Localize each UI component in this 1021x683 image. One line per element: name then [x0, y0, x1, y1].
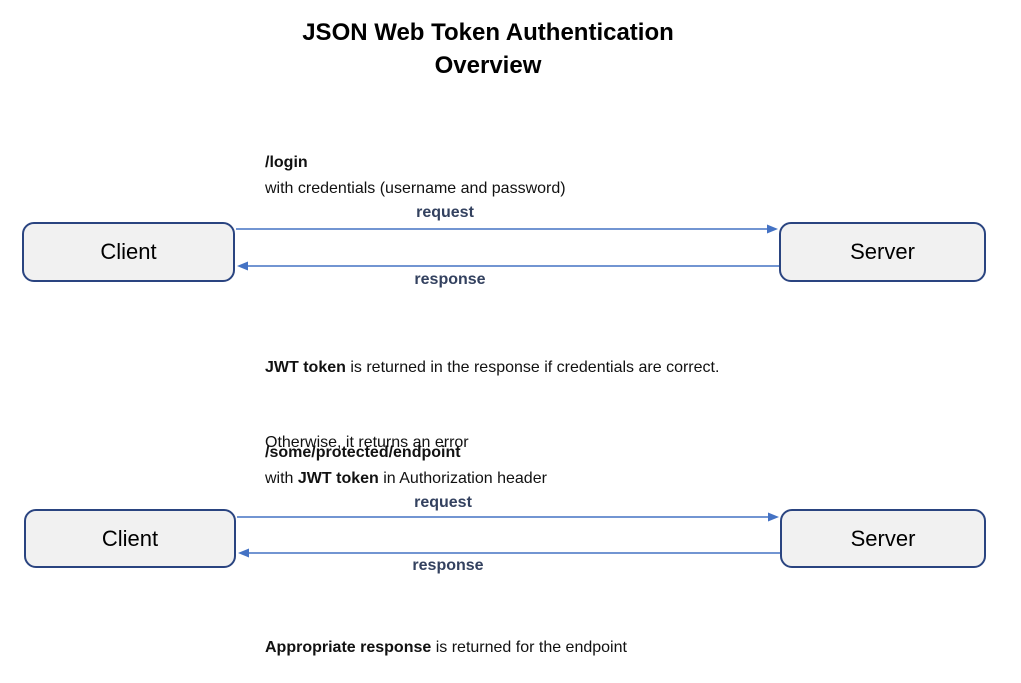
client-node-label: Client	[100, 239, 157, 264]
arrowhead-right-icon	[767, 224, 778, 234]
diagram-title-line2: Overview	[434, 52, 542, 79]
endpoint-path: /some/protected/endpoint	[265, 444, 461, 461]
note-bold: JWT token	[265, 359, 346, 376]
endpoint-detail: with credentials (username and password)	[265, 176, 566, 202]
detail-prefix: with credentials (username and password)	[265, 180, 566, 197]
response-arrow	[238, 548, 780, 558]
arrowhead-right-icon	[768, 512, 779, 522]
arrowhead-left-icon	[238, 548, 249, 558]
endpoint-detail: with JWT token in Authorization header	[265, 466, 547, 492]
endpoint-path: /login	[265, 154, 308, 171]
detail-prefix: with	[265, 470, 298, 487]
detail-bold: JWT token	[297, 470, 379, 487]
response-label: response	[414, 271, 486, 288]
note-line1: Appropriate response is returned for the…	[265, 635, 627, 660]
response-label: response	[412, 557, 484, 574]
client-node: Client	[22, 222, 235, 282]
server-node-label: Server	[850, 239, 915, 264]
server-node-label: Server	[850, 525, 916, 551]
response-arrow	[237, 261, 779, 271]
note-bold: Appropriate response	[265, 639, 432, 656]
note-line2: Otherwise, it returns an error	[265, 434, 469, 451]
note-rest: is returned for the endpoint	[431, 639, 627, 656]
arrowhead-left-icon	[237, 261, 248, 271]
request-label: request	[416, 204, 474, 221]
note-rest: is returned in the response if credentia…	[345, 359, 720, 376]
request-arrow	[237, 512, 779, 522]
protected-note-block: Appropriate response is returned for the…	[265, 585, 627, 683]
client-node-label: Client	[101, 525, 159, 551]
client-node: Client	[24, 509, 236, 568]
detail-suffix: in Authorization header	[378, 470, 547, 487]
server-node: Server	[779, 222, 986, 282]
diagram-title: JSON Web Token Authentication Overview	[302, 16, 674, 82]
request-label: request	[414, 494, 472, 511]
login-note-block: JWT token is returned in the response if…	[265, 305, 719, 505]
request-arrow	[236, 224, 778, 234]
diagram-title-line1: JSON Web Token Authentication	[302, 19, 674, 46]
server-node: Server	[780, 509, 986, 568]
login-endpoint-block: /login with credentials (username and pa…	[265, 150, 566, 202]
note-line1: JWT token is returned in the response if…	[265, 355, 719, 380]
protected-endpoint-block: /some/protected/endpoint with JWT token …	[265, 440, 547, 492]
